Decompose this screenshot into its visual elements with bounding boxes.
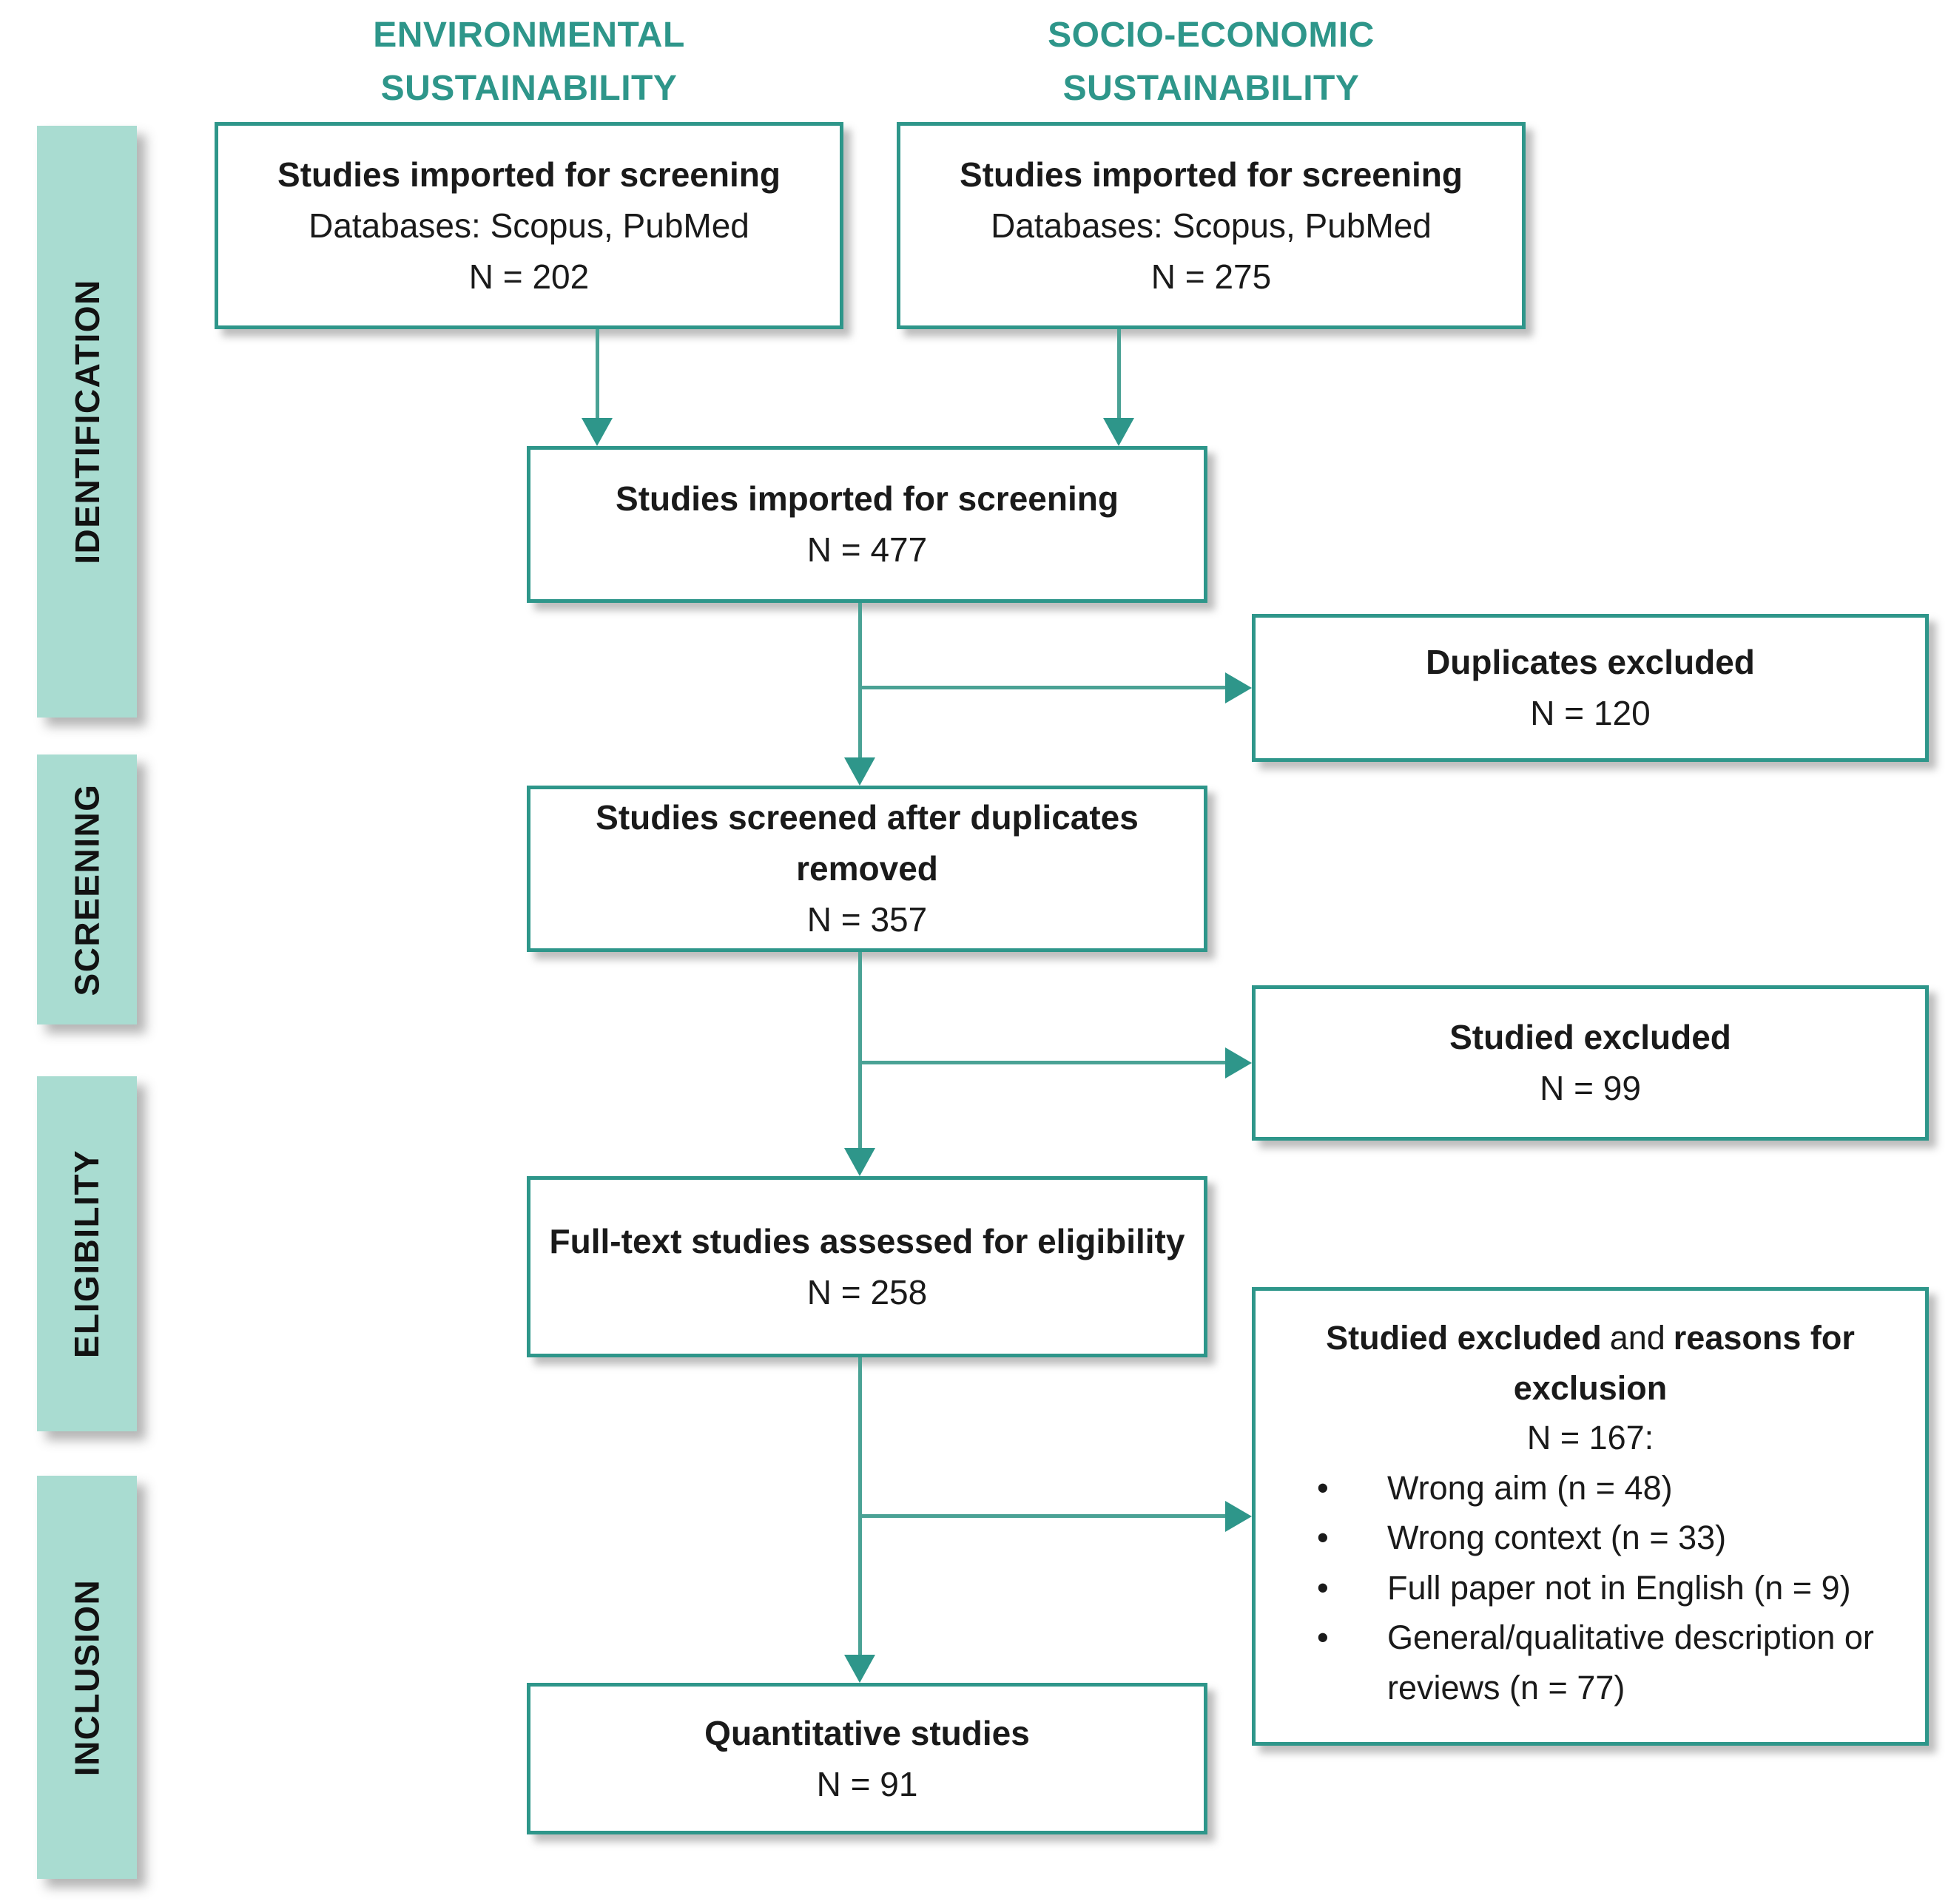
box-count: N = 202: [468, 257, 590, 296]
header-line-2: SUSTAINABILITY: [380, 69, 678, 108]
header-line-1: SOCIO-ECONOMIC: [1048, 16, 1375, 55]
arrowhead-fulltext-to-quantitative: [844, 1655, 875, 1683]
box-count: N = 258: [806, 1272, 928, 1311]
box-title: Studies imported for screening: [277, 155, 781, 194]
title-and: and: [1609, 1319, 1665, 1357]
box-quantitative-studies: Quantitative studies N = 91: [527, 1683, 1207, 1834]
box-combined-studies-imported: Studies imported for screening N = 477: [527, 446, 1207, 603]
exclusion-reason-item: Wrong aim (n = 48): [1284, 1463, 1897, 1513]
stage-inclusion-label: INCLUSION: [67, 1579, 107, 1776]
box-soc-studies-imported: Studies imported for screening Databases…: [897, 122, 1526, 329]
box-title: Studies screened after duplicates remove…: [596, 798, 1139, 888]
column-header-socio-economic: SOCIO-ECONOMIC SUSTAINABILITY: [897, 9, 1526, 115]
box-databases: Databases: Scopus, PubMed: [309, 206, 749, 245]
box-count: N = 99: [1540, 1069, 1641, 1107]
exclusion-reason-item: General/qualitative description or revie…: [1284, 1613, 1897, 1712]
arrowhead-combined-to-screened: [844, 757, 875, 786]
stage-inclusion: INCLUSION: [37, 1476, 137, 1879]
box-fulltext-assessed: Full-text studies assessed for eligibili…: [527, 1176, 1207, 1357]
arrowhead-env-to-combined: [582, 418, 613, 446]
box-duplicates-excluded: Duplicates excluded N = 120: [1252, 614, 1929, 762]
box-title: Studies imported for screening: [960, 155, 1463, 194]
title-bold-2: reasons for exclusion: [1513, 1319, 1855, 1407]
arrowhead-branch-reasons: [1225, 1501, 1252, 1532]
arrow-line-branch-reasons: [860, 1514, 1227, 1518]
box-studies-excluded: Studied excluded N = 99: [1252, 985, 1929, 1141]
box-count: N = 357: [806, 900, 928, 939]
header-line-1: ENVIRONMENTAL: [373, 16, 685, 55]
box-count: N = 120: [1530, 694, 1651, 732]
stage-identification-label: IDENTIFICATION: [67, 279, 107, 564]
arrowhead-branch-excluded: [1225, 1047, 1252, 1078]
box-count: N = 167:: [1526, 1419, 1654, 1456]
stage-screening-label: SCREENING: [67, 783, 107, 996]
arrowhead-branch-duplicates: [1225, 672, 1252, 703]
arrowhead-screened-to-fulltext: [844, 1148, 875, 1176]
arrow-line-branch-duplicates: [860, 686, 1227, 689]
box-title: Duplicates excluded: [1426, 643, 1755, 681]
stage-eligibility: ELIGIBILITY: [37, 1076, 137, 1431]
box-studies-screened: Studies screened after duplicates remove…: [527, 786, 1207, 952]
column-header-environmental: ENVIRONMENTAL SUSTAINABILITY: [215, 9, 843, 115]
arrow-line-fulltext-to-quantitative: [858, 1357, 862, 1655]
exclusion-reason-item: Full paper not in English (n = 9): [1284, 1563, 1897, 1613]
exclusion-reason-item: Wrong context (n = 33): [1284, 1513, 1897, 1563]
arrow-line-branch-excluded: [860, 1061, 1227, 1064]
arrowhead-soc-to-combined: [1103, 418, 1134, 446]
exclusion-reason-list: Wrong aim (n = 48) Wrong context (n = 33…: [1284, 1463, 1897, 1713]
box-count: N = 91: [816, 1764, 918, 1803]
box-title: Quantitative studies: [704, 1713, 1030, 1752]
box-title: Full-text studies assessed for eligibili…: [549, 1221, 1185, 1260]
box-title: Studied excluded: [1449, 1018, 1731, 1056]
title-bold-1: Studied excluded: [1326, 1319, 1602, 1357]
arrow-line-combined-to-screened: [858, 603, 862, 760]
box-title: Studies imported for screening: [616, 479, 1119, 518]
box-databases: Databases: Scopus, PubMed: [991, 206, 1432, 245]
arrow-line-soc-to-combined: [1117, 329, 1121, 419]
header-line-2: SUSTAINABILITY: [1062, 69, 1360, 108]
stage-eligibility-label: ELIGIBILITY: [67, 1149, 107, 1359]
box-env-studies-imported: Studies imported for screening Databases…: [215, 122, 843, 329]
arrow-line-env-to-combined: [596, 329, 599, 419]
stage-identification: IDENTIFICATION: [37, 126, 137, 718]
box-count: N = 275: [1150, 257, 1272, 296]
arrow-line-screened-to-fulltext: [858, 952, 862, 1150]
box-count: N = 477: [806, 530, 928, 569]
stage-screening: SCREENING: [37, 754, 137, 1024]
